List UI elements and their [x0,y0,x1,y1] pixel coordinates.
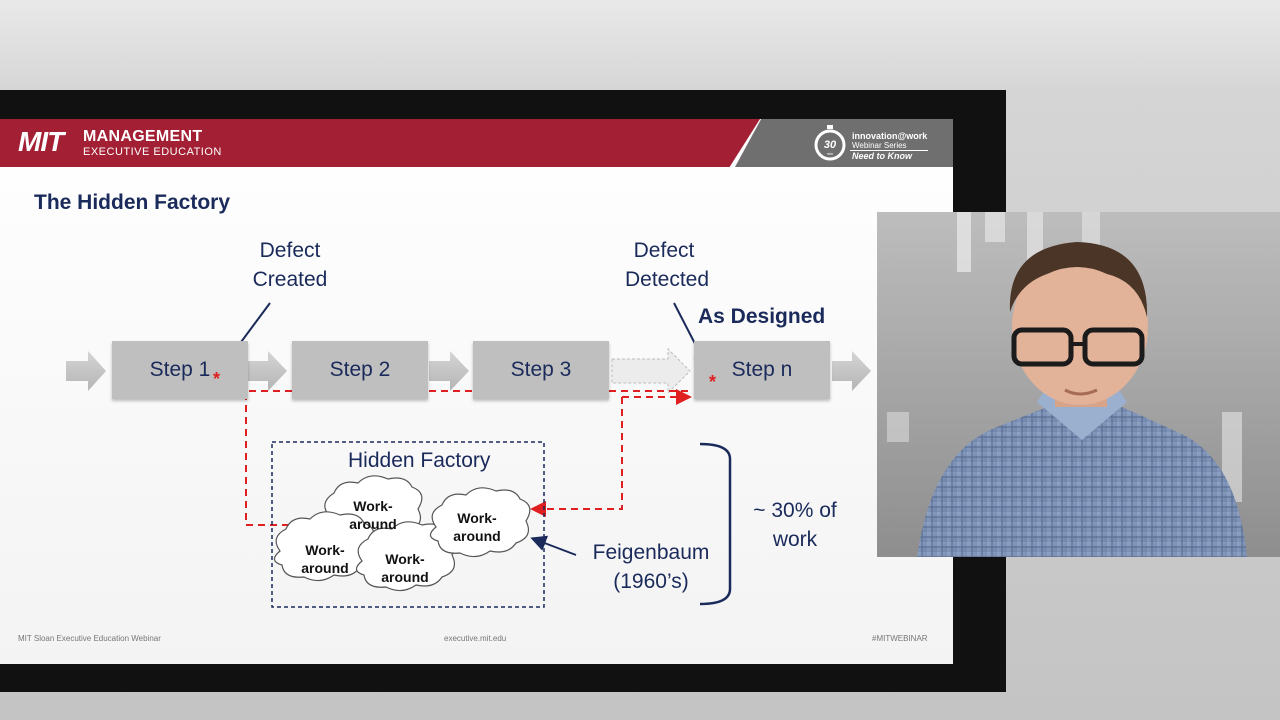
step-n-label: Step n [731,358,793,381]
series-divider [850,150,928,151]
step-3-label: Step 3 [510,358,572,381]
flow-arrow-3-n-dotted [611,347,691,395]
flow-arrow-start [66,351,106,391]
hidden-factory-label: Hidden Factory [348,449,491,472]
workaround-4-line1: Work- [457,510,497,526]
footer-right: #MITWEBINAR [872,634,928,643]
slide-title: The Hidden Factory [34,191,231,214]
defect-created-line2: Created [252,268,328,291]
process-diagram [66,302,871,608]
stopwatch-icon: 30 min [814,125,846,161]
footer-center: executive.mit.edu [444,634,507,643]
timer-unit: min [827,151,833,156]
workaround-text-1: Work- around [342,497,404,533]
timer-number: 30 [824,139,837,151]
series-title: innovation@work [852,131,928,141]
step-1-box: Step 1 [112,341,248,399]
series-subtitle: Webinar Series [852,141,907,150]
workaround-2-line2: around [301,560,349,576]
percent-line2: work [772,528,818,551]
series-tagline: Need to Know [852,151,912,161]
workaround-1-line2: around [349,516,397,532]
background-top [0,0,1280,90]
presenter-video [877,212,1280,557]
step-1-label: Step 1 [149,358,211,381]
flow-arrow-1-2 [248,351,287,391]
step-3-box: Step 3 [473,341,609,399]
presenter-image [877,212,1280,557]
mit-logo: MIT [18,126,64,157]
workaround-4-line2: around [453,528,501,544]
step-n-box: Step n [694,341,830,399]
rework-down-path [245,393,330,526]
workaround-text-4: Work- around [446,509,508,545]
workaround-1-line1: Work- [353,498,393,514]
bracket [699,442,732,606]
workaround-3-line1: Work- [385,551,425,567]
step-2-box: Step 2 [292,341,428,399]
feigenbaum-pointer [530,535,577,556]
as-designed-label: As Designed [698,305,826,328]
defect-created-line1: Defect [259,239,321,262]
workaround-text-3: Work- around [374,550,436,586]
defect-detected-asterisk: * [709,372,717,392]
presentation-slide: MIT MANAGEMENT EXECUTIVE EDUCATION 30 mi… [0,119,953,664]
workaround-cloud-3 [355,521,457,592]
workaround-text-2: Work- around [294,541,356,577]
feigenbaum-line1: Feigenbaum [592,541,710,564]
logo-exec-ed-text: EXECUTIVE EDUCATION [83,146,222,158]
defect-created-asterisk: * [213,369,221,389]
percent-line1: ~ 30% of [753,499,837,522]
hidden-factory-box [271,441,545,608]
feigenbaum-line2: (1960’s) [613,570,689,593]
workaround-2-line1: Work- [305,542,345,558]
rework-into-factory-path [530,397,623,517]
slide-header-bar [0,119,760,167]
footer-left: MIT Sloan Executive Education Webinar [18,634,161,643]
logo-management-text: MANAGEMENT [83,128,203,145]
workaround-3-line2: around [381,569,429,585]
step-2-label: Step 2 [329,358,391,381]
defect-detected-line1: Defect [633,239,695,262]
defect-detected-line2: Detected [624,268,710,291]
flow-arrow-2-3 [429,351,469,391]
workaround-cloud-4 [429,487,531,558]
flow-arrow-end [832,351,871,391]
